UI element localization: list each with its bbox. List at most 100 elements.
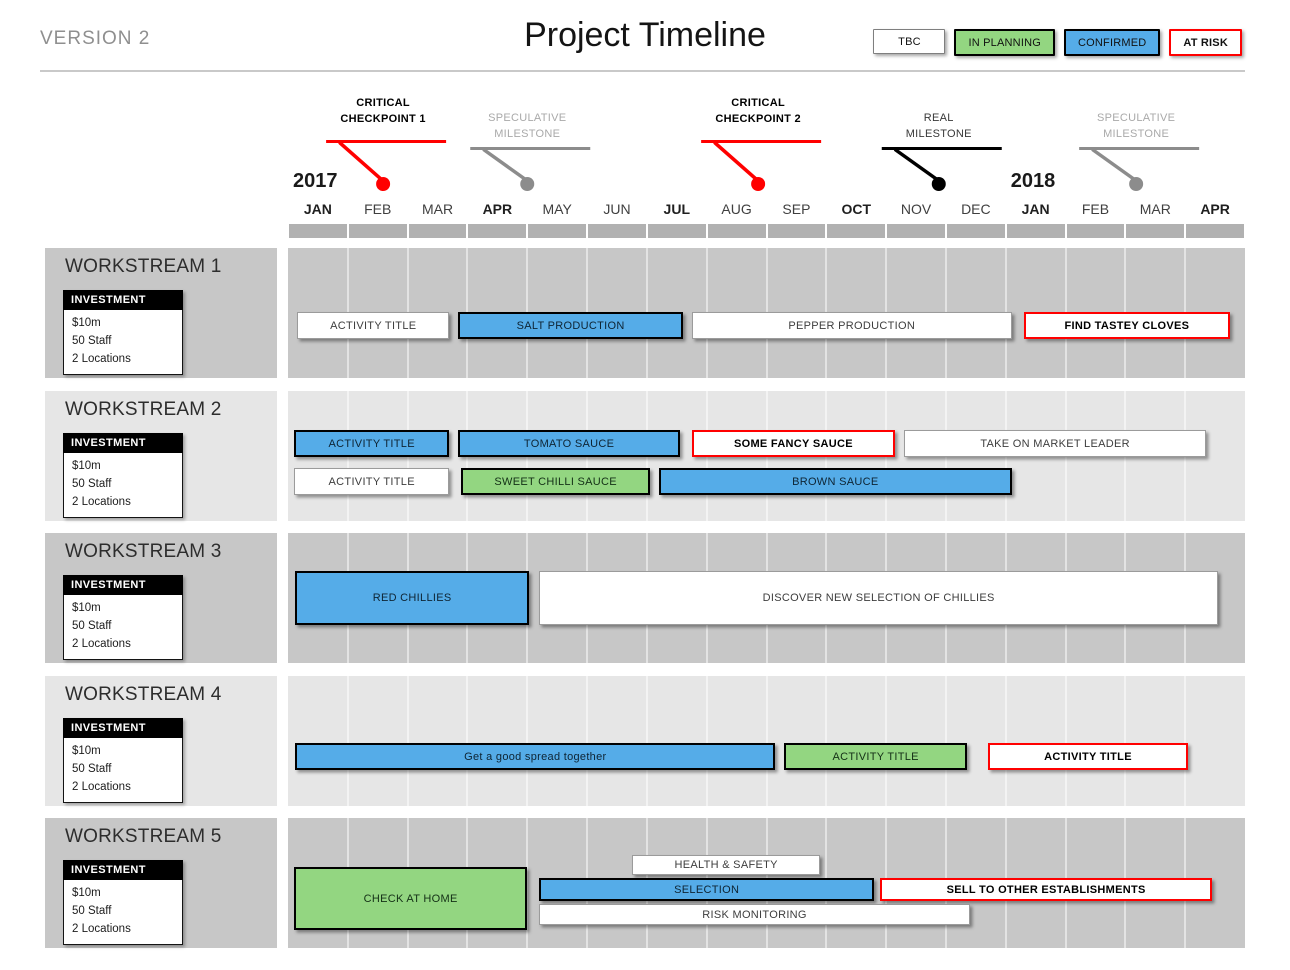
investment-line: 2 Locations [72,495,131,508]
milestone-dot [520,177,535,191]
milestone-label: REAL MILESTONE [864,110,1014,142]
version-label: VERSION 2 [40,28,151,49]
month-strip-cell [1006,224,1065,238]
month-label: NOV [900,201,932,217]
activity-bar[interactable]: ACTIVITY TITLE [296,312,450,339]
milestone-label-line: SPECULATIVE [488,112,567,124]
milestone-pointer-line [894,148,940,182]
investment-header: INVESTMENT [63,433,183,453]
workstream-title: WORKSTREAM 2 [65,399,222,420]
month-label: AUG [721,201,752,217]
month-strip-cell [588,224,646,238]
month-gridline [645,676,648,806]
activity-bar[interactable]: Get a good spread together [295,743,776,770]
milestone-label-line: MILESTONE [905,128,972,140]
month-gridline [526,676,529,806]
milestone-label: SPECULATIVE MILESTONE [452,110,602,142]
activity-bar[interactable]: TAKE ON MARKET LEADER [904,430,1207,457]
milestone-label: SPECULATIVE MILESTONE [1061,110,1211,142]
legend-item-risk[interactable]: AT RISK [1169,29,1242,56]
month-label: JUL [663,201,690,217]
activity-bar[interactable]: PEPPER PRODUCTION [691,312,1012,339]
month-gridline [765,676,768,806]
milestone-label-line: CRITICAL [356,97,410,109]
activity-bar[interactable]: SALT PRODUCTION [458,312,683,339]
activity-bar[interactable]: SOME FANCY SAUCE [691,430,896,457]
activity-bar[interactable]: SWEET CHILLI SAUCE [461,468,650,495]
activity-bar[interactable]: ACTIVITY TITLE [784,743,967,770]
month-strip-cell [408,224,467,238]
legend-item-planning[interactable]: IN PLANNING [954,29,1055,56]
month-strip-cell [1126,224,1185,238]
activity-bar[interactable]: SELL TO OTHER ESTABLISHMENTS [880,878,1213,901]
month-gridline [705,676,708,806]
workstream-chart-panel: Get a good spread together ACTIVITY TITLE… [288,676,1245,806]
workstream-chart-panel: ACTIVITY TITLE SALT PRODUCTION PEPPER PROD… [288,248,1245,378]
milestone-dot [931,177,946,191]
month-strip-cell [1066,224,1125,238]
legend-item-confirmed[interactable]: CONFIRMED [1063,29,1161,56]
month-label: JUN [603,201,631,217]
milestone-label-line: MILESTONE [494,128,561,140]
month-label: FEB [1081,201,1110,217]
month-gridline [406,676,409,806]
month-strip-cell [289,224,347,238]
investment-header: INVESTMENT [63,290,183,310]
milestone-dot [376,177,391,191]
month-gridline [466,676,469,806]
activity-bar[interactable]: CHECK AT HOME [293,867,528,930]
activity-bar[interactable]: RISK MONITORING [539,904,970,925]
milestone-label-line: SPECULATIVE [1096,112,1176,124]
month-label: JAN [303,201,332,217]
investment-line: 50 Staff [72,477,112,490]
investment-line: 2 Locations [72,922,131,935]
investment-header: INVESTMENT [63,860,183,880]
month-gridline [346,676,349,806]
activity-bar[interactable]: DISCOVER NEW SELECTION OF CHILLIES [539,571,1219,625]
investment-line: $10m [72,460,101,472]
milestone-pointer-line [338,141,384,182]
milestone-label-line: CHECKPOINT 2 [715,113,801,125]
month-strip-cell [1186,224,1244,238]
month-label: FEB [364,201,392,217]
milestone-label-line: CHECKPOINT 1 [340,113,426,125]
workstream-label-panel: WORKSTREAM 2 INVESTMENT $10m 50 Staff 2 Loca… [45,391,277,521]
legend-item-tbc[interactable]: TBC [873,29,946,54]
milestone-label: CRITICAL CHECKPOINT 1 [308,95,458,127]
activity-bar[interactable]: ACTIVITY TITLE [293,430,450,457]
month-label: MAR [1139,201,1171,217]
month-gridline [1004,676,1007,806]
month-gridline [944,676,947,806]
activity-bar[interactable]: HEALTH & SAFETY [631,855,821,875]
milestone-label-line: REAL [923,112,954,124]
milestone-label-line: MILESTONE [1103,128,1170,140]
month-label: APR [1200,201,1230,217]
month-strip-cell [647,224,706,238]
activity-bar[interactable]: FIND TASTEY CLOVES [1023,312,1231,339]
activity-bar[interactable]: ACTIVITY TITLE [293,468,450,495]
investment-line: 50 Staff [72,619,112,632]
month-strip-cell [767,224,826,238]
milestone-pointer-line [1091,148,1137,182]
year-label: 2017 [293,170,338,192]
month-strip-cell [528,224,587,238]
activity-bar[interactable]: SELECTION [539,878,875,901]
activity-bar[interactable]: RED CHILLIES [295,571,530,625]
status-legend: TBC IN PLANNING CONFIRMED AT RISK [873,29,1242,56]
month-gridline [526,818,529,948]
milestone-pointer-line [713,141,759,182]
activity-bar[interactable]: TOMATO SAUCE [458,430,680,457]
activity-bar[interactable]: BROWN SAUCE [658,468,1012,495]
milestone-dot [1129,177,1144,191]
milestone-label-line: CRITICAL [731,97,785,109]
month-gridline [1184,676,1187,806]
activity-bar[interactable]: ACTIVITY TITLE [987,743,1189,770]
investment-line: 2 Locations [72,780,131,793]
month-strip-cell [468,224,527,238]
